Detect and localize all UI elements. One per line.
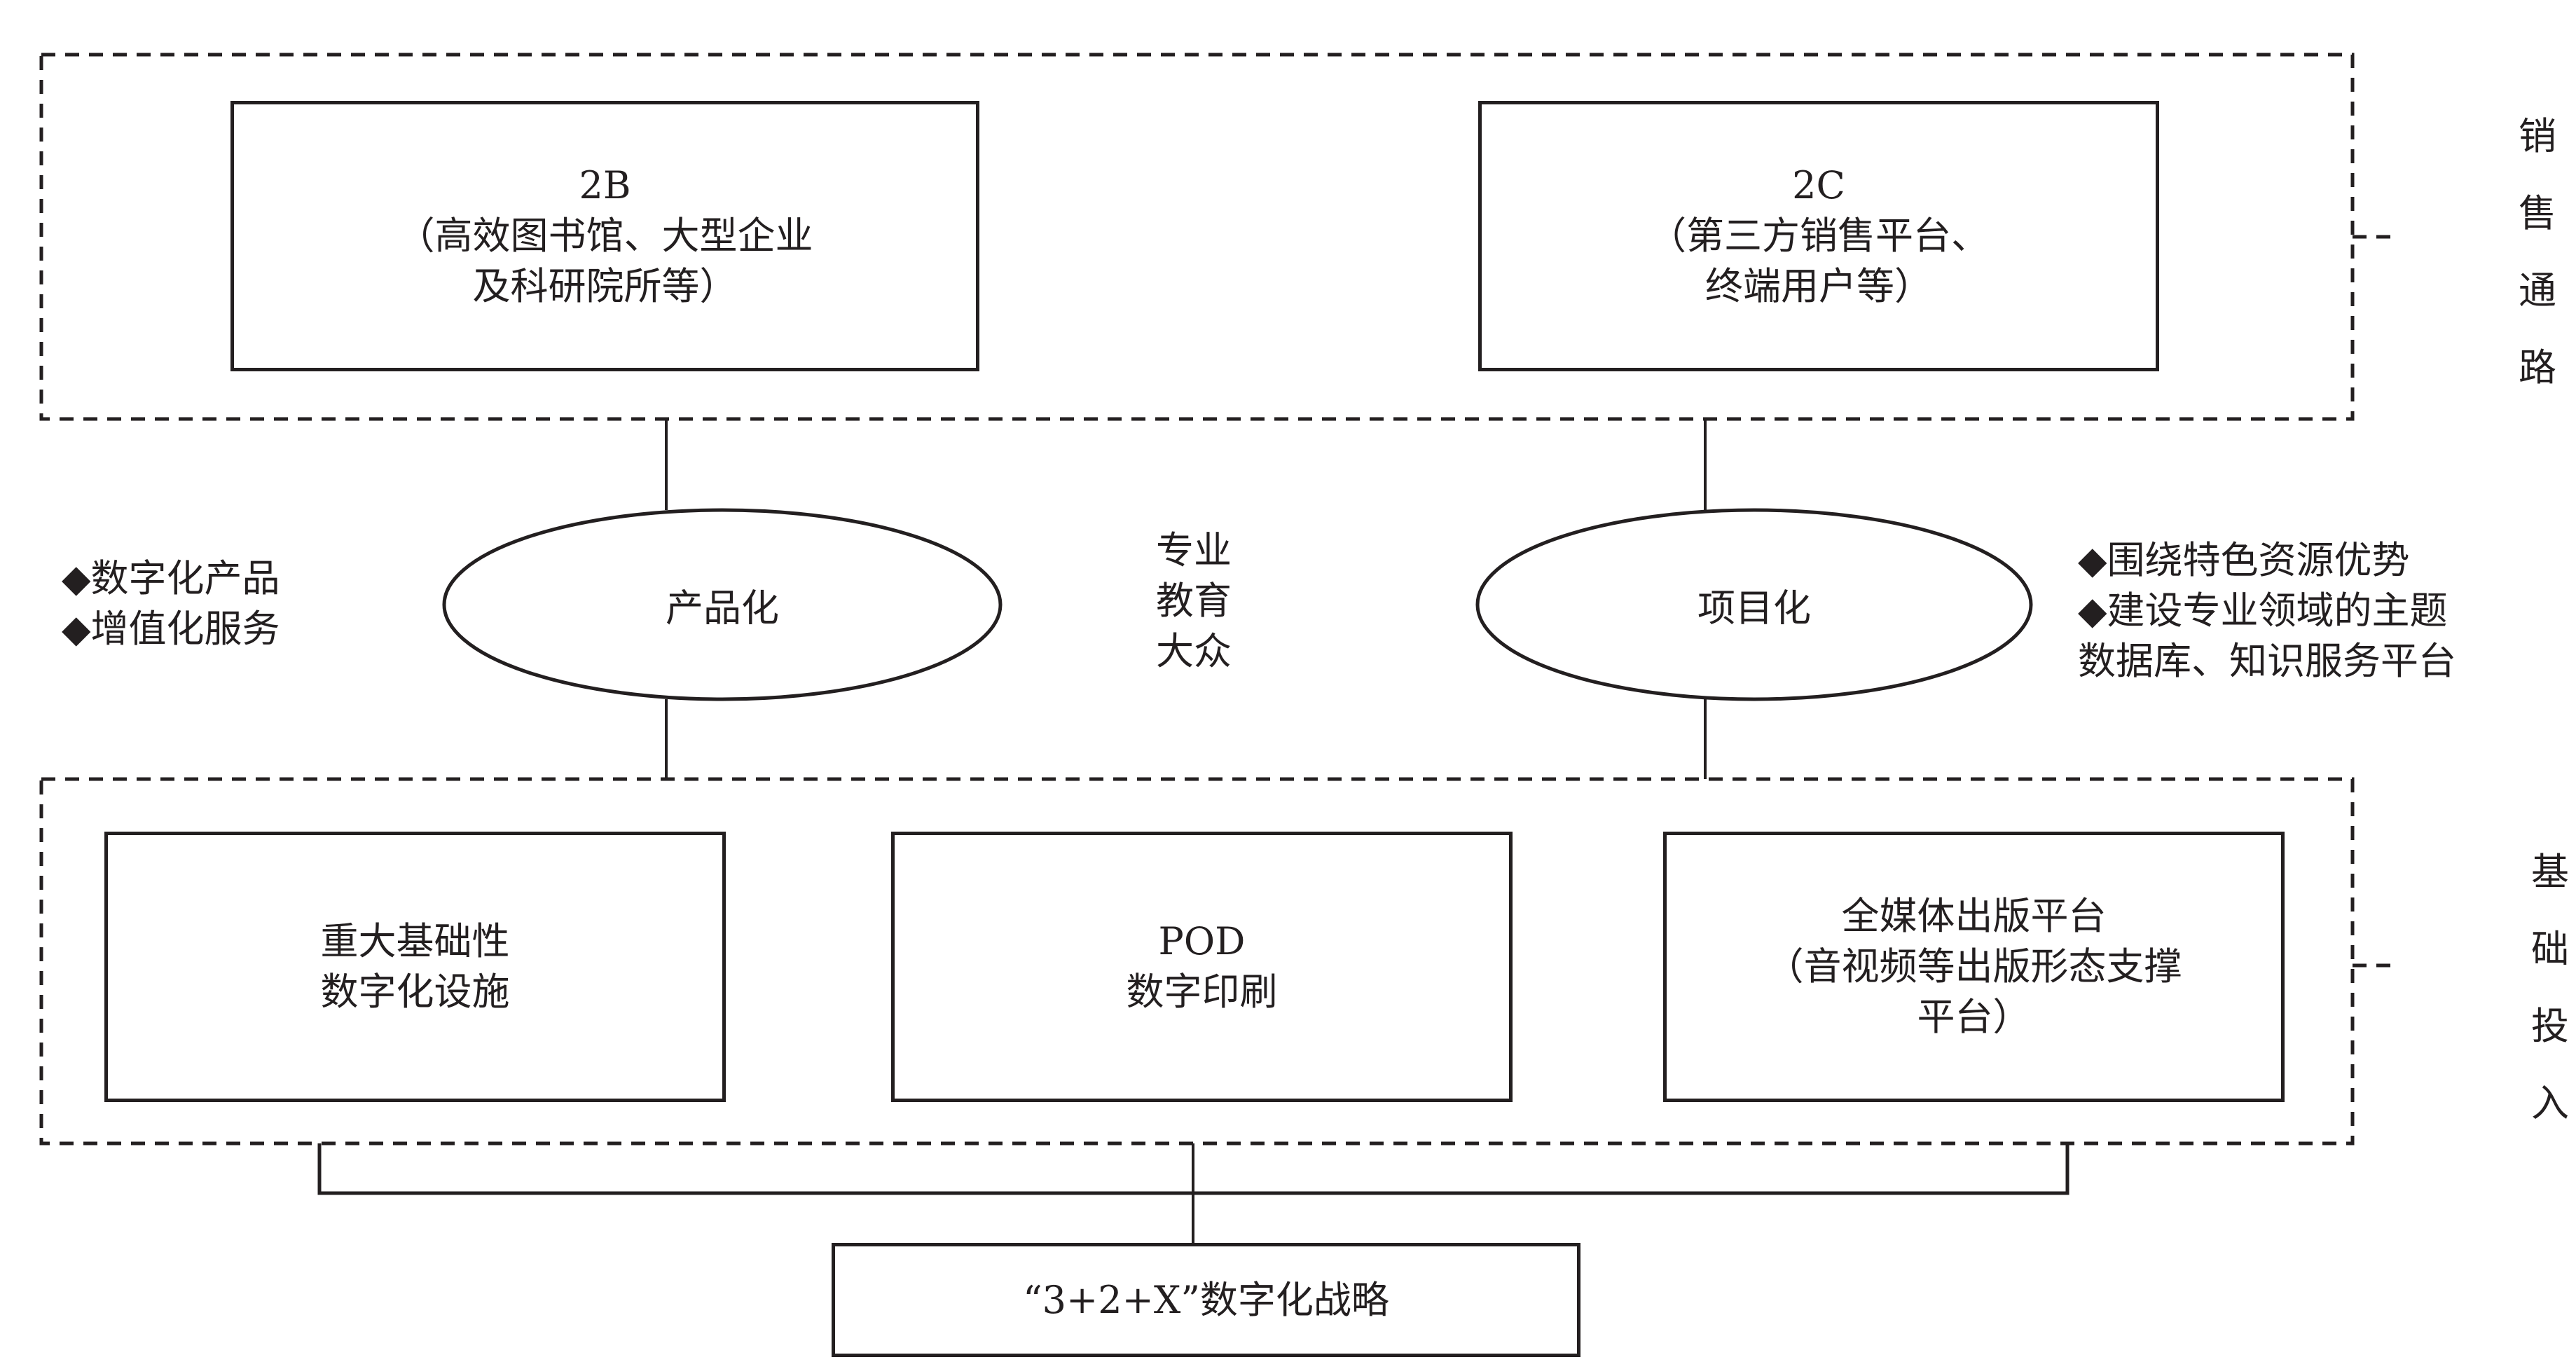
audience-item: 专业 xyxy=(1156,528,1232,572)
note-item: ◆增值化服务 xyxy=(62,607,280,651)
audience-notes: 专业 教育 大众 xyxy=(1156,525,1232,677)
sales-channel-char: 路 xyxy=(2519,345,2556,390)
box-infrastructure-title: 重大基础性 xyxy=(320,919,510,963)
infrastructure-char: 投 xyxy=(2531,1004,2569,1048)
productization-label: 产品化 xyxy=(666,586,779,631)
projectization-label: 项目化 xyxy=(1697,586,1811,631)
audience-item: 教育 xyxy=(1156,579,1232,623)
box-pod: POD 数字印刷 xyxy=(891,832,1513,1102)
box-infrastructure-facilities: 重大基础性 数字化设施 xyxy=(104,832,726,1102)
box-all-media-title: 全媒体出版平台 xyxy=(1841,894,2107,938)
strategy-box: “3+2+X”数字化战略 xyxy=(832,1243,1580,1357)
productization-notes: ◆数字化产品 ◆增值化服务 xyxy=(62,553,280,654)
audience-item: 大众 xyxy=(1156,629,1232,673)
box-2c-line-1: （第三方销售平台、 xyxy=(1648,214,1989,258)
productization-ellipse xyxy=(442,508,1003,701)
box-2b-line-1: （高效图书馆、大型企业 xyxy=(397,214,813,258)
box-all-media-line-2: 平台） xyxy=(1917,995,2031,1039)
sales-channel-char: 通 xyxy=(2519,268,2556,312)
box-2c: 2C （第三方销售平台、 终端用户等） xyxy=(1478,101,2159,371)
note-item: ◆数字化产品 xyxy=(62,556,280,600)
note-item: ◆建设专业领域的主题 xyxy=(2078,589,2448,633)
box-pod-line-1: 数字印刷 xyxy=(1126,970,1278,1014)
box-all-media-line-1: （音视频等出版形态支撑 xyxy=(1765,944,2182,989)
box-2b-title: 2B xyxy=(579,163,631,207)
box-pod-title: POD xyxy=(1158,919,1246,963)
projectization-notes: ◆围绕特色资源优势 ◆建设专业领域的主题 数据库、知识服务平台 xyxy=(2078,535,2456,687)
box-2c-line-2: 终端用户等） xyxy=(1705,264,1932,308)
projectization-ellipse xyxy=(1475,508,2033,701)
sales-channel-group-border xyxy=(39,53,2355,421)
box-infrastructure-line-1: 数字化设施 xyxy=(320,970,510,1014)
infrastructure-label: 基 础 投 入 xyxy=(2529,834,2571,1142)
infrastructure-char: 基 xyxy=(2531,850,2569,894)
infrastructure-char: 入 xyxy=(2531,1081,2569,1125)
note-item: 数据库、知识服务平台 xyxy=(2078,639,2456,683)
note-item: ◆围绕特色资源优势 xyxy=(2078,538,2410,582)
sales-channel-label: 销 售 通 路 xyxy=(2516,98,2558,406)
sales-channel-char: 销 xyxy=(2519,114,2556,158)
box-all-media-platform: 全媒体出版平台 （音视频等出版形态支撑 平台） xyxy=(1663,832,2285,1102)
box-2b: 2B （高效图书馆、大型企业 及科研院所等） xyxy=(230,101,979,371)
infrastructure-group-border xyxy=(39,777,2355,1146)
strategy-label: “3+2+X”数字化战略 xyxy=(1023,1277,1389,1322)
box-2c-title: 2C xyxy=(1792,163,1845,207)
sales-channel-char: 售 xyxy=(2519,191,2556,235)
infrastructure-char: 础 xyxy=(2531,927,2569,971)
box-2b-line-2: 及科研院所等） xyxy=(472,264,738,308)
